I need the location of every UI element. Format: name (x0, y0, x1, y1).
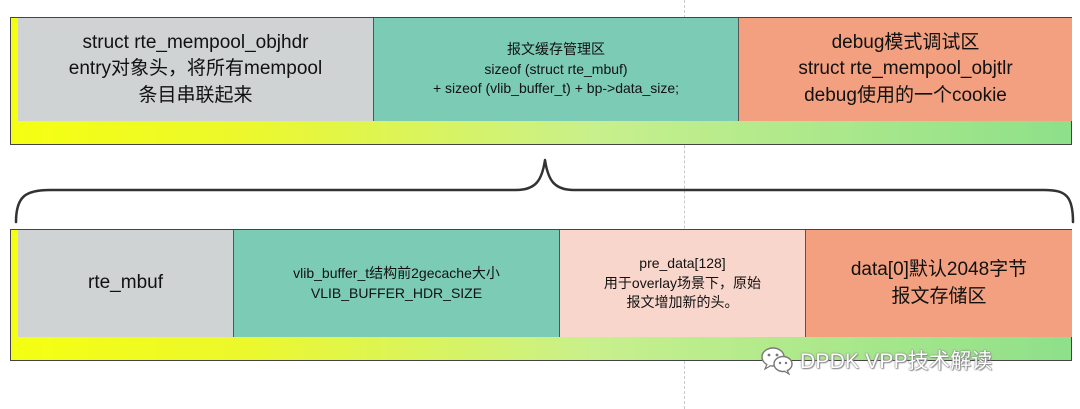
buffer-layout-bar: rte_mbuf vlib_buffer_t结构前2gecache大小 VLIB… (10, 229, 1072, 361)
wechat-icon (761, 347, 793, 375)
data-area-cell: data[0]默认2048字节 报文存储区 (806, 230, 1072, 337)
debug-area-cell: debug模式调试区 struct rte_mempool_objtlr deb… (739, 18, 1072, 121)
objhdr-cell: struct rte_mempool_objhdr entry对象头，将所有me… (18, 18, 374, 121)
mempool-object-bar: struct rte_mempool_objhdr entry对象头，将所有me… (10, 17, 1072, 145)
vlib-buffer-cell: vlib_buffer_t结构前2gecache大小 VLIB_BUFFER_H… (234, 230, 560, 337)
rte-mbuf-cell: rte_mbuf (18, 230, 234, 337)
pre-data-cell: pre_data[128] 用于overlay场景下，原始 报文增加新的头。 (560, 230, 806, 337)
mbuf-area-cell: 报文缓存管理区 sizeof (struct rte_mbuf) + sizeo… (374, 18, 739, 121)
divider-dashed-line (684, 0, 685, 409)
watermark: DPDK VPP技术解读 (760, 343, 993, 377)
watermark-text: DPDK VPP技术解读 (800, 350, 993, 373)
brace-path (14, 158, 1075, 224)
